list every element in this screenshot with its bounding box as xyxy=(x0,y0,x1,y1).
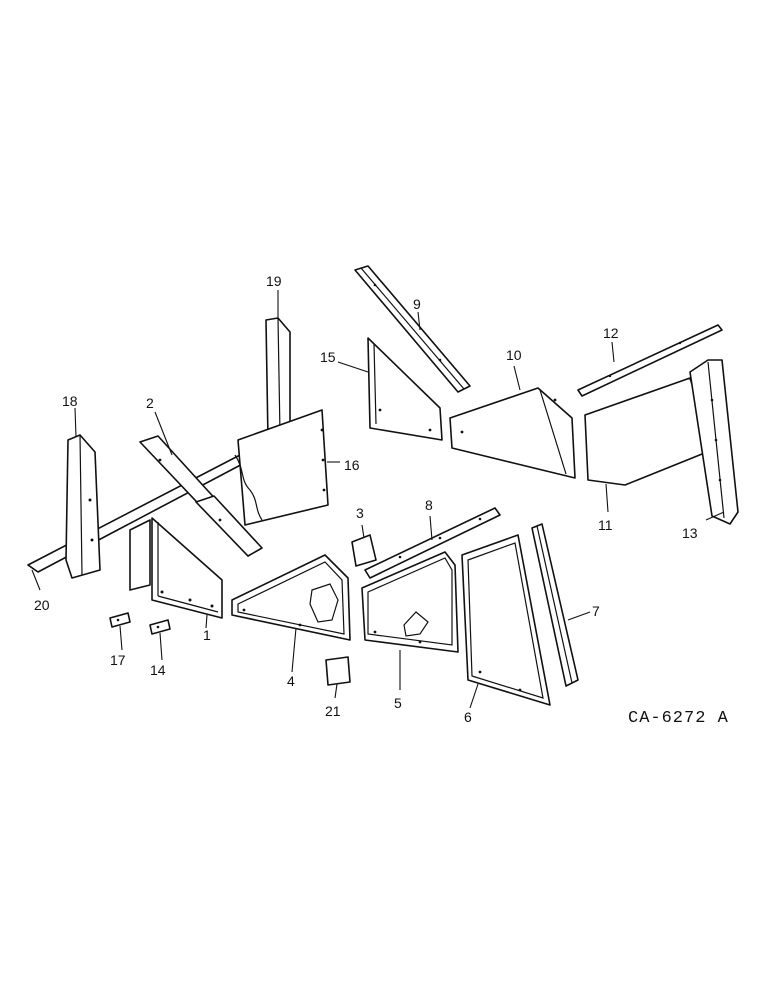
callout-5: 5 xyxy=(394,695,402,711)
drawing-reference-code: CA-6272 A xyxy=(628,709,729,728)
callout-15: 15 xyxy=(320,349,336,365)
callout-21: 21 xyxy=(325,703,341,719)
callout-10: 10 xyxy=(506,347,522,363)
part-13-vertical-channel xyxy=(689,359,739,525)
callout-14: 14 xyxy=(150,662,166,678)
part-15-upper-panel xyxy=(367,337,443,441)
part-6-tall-panel xyxy=(461,534,551,706)
callout-2: 2 xyxy=(146,395,154,411)
part-2-crossbar xyxy=(139,435,263,557)
part-9-upper-brace xyxy=(354,265,471,393)
callout-1: 1 xyxy=(203,627,211,643)
callout-7: 7 xyxy=(592,603,600,619)
callout-3: 3 xyxy=(356,505,364,521)
callout-9: 9 xyxy=(413,296,421,312)
callout-6: 6 xyxy=(464,709,472,725)
part-3-bracket xyxy=(351,534,377,567)
part-14-plate xyxy=(149,619,171,635)
callout-4: 4 xyxy=(287,673,295,689)
part-1-triangular-panel xyxy=(151,517,223,619)
part-4-lower-panel xyxy=(231,554,351,641)
callout-labels: 1 2 3 4 5 6 7 8 9 10 11 12 13 14 15 16 1… xyxy=(34,273,698,725)
inner-panel xyxy=(129,519,151,591)
part-11-large-panel xyxy=(584,377,713,486)
part-8-top-rail xyxy=(364,507,501,579)
callout-17: 17 xyxy=(110,652,126,668)
part-19-rear-upright xyxy=(265,317,291,441)
part-10-upper-panel xyxy=(449,387,576,479)
leader-lines xyxy=(31,290,725,709)
callout-13: 13 xyxy=(682,525,698,541)
part-21-square-plate xyxy=(325,656,351,686)
callout-19: 19 xyxy=(266,273,282,289)
callout-11: 11 xyxy=(598,517,613,533)
callout-12: 12 xyxy=(603,325,619,341)
part-5-panel xyxy=(361,551,459,653)
callout-18: 18 xyxy=(62,393,78,409)
part-16-side-panel xyxy=(234,409,329,526)
callout-20: 20 xyxy=(34,597,50,613)
part-7-angle-strip xyxy=(531,523,579,687)
callout-8: 8 xyxy=(425,497,433,513)
part-12-top-strip xyxy=(577,324,723,397)
part-17-plate xyxy=(109,612,131,628)
part-18-upright-post xyxy=(65,434,101,579)
callout-16: 16 xyxy=(344,457,360,473)
